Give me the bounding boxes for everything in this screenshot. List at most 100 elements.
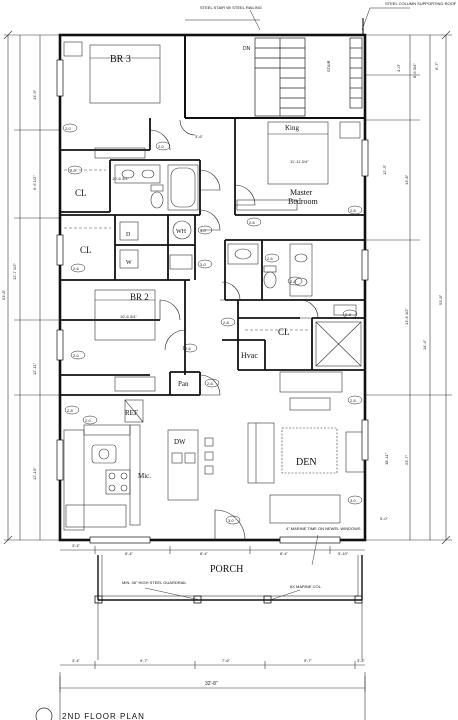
porch	[94, 555, 363, 660]
room-label-porch: PORCH	[210, 564, 243, 575]
dimension-text: 4'-0" 8'-6 3/4" 6'-7" 13'-9" 9'-6 1/2" 1…	[1, 61, 443, 687]
dim-left-4: 12'-11"	[32, 362, 37, 375]
dim-right-5: 53'-8"	[438, 294, 443, 305]
door-tag: 2-8	[347, 205, 363, 215]
furniture	[63, 41, 365, 524]
room-label-br2: BR 2	[130, 292, 149, 302]
dim-overall-width: 32'-8"	[205, 681, 218, 687]
svg-text:2-6: 2-6	[207, 381, 214, 386]
svg-text:3-0: 3-0	[350, 498, 357, 503]
svg-text:2-0: 2-0	[85, 418, 92, 423]
room-label-master-line1: Master	[290, 188, 313, 197]
note-steel-stair: STEEL STAIR W/ STEEL RAILING	[200, 5, 262, 10]
door-tag: 2-6	[347, 395, 363, 405]
door-tag: 2-6	[264, 253, 280, 263]
room-label-hvac: Hvac	[241, 351, 258, 360]
room-label-closet-master: CL	[278, 327, 290, 337]
svg-text:2-0: 2-0	[73, 353, 80, 358]
windows	[56, 59, 369, 544]
dim-top-right-c: 6'-7"	[434, 61, 439, 70]
stair	[185, 7, 410, 117]
dim-master-width: 11'-11 3/4"	[290, 159, 309, 164]
door-tag: 2-6	[246, 217, 262, 227]
svg-text:2-8: 2-8	[350, 208, 357, 213]
svg-text:2-8: 2-8	[345, 312, 352, 317]
dim-porch-bottom-5: 3'-4"	[357, 658, 366, 663]
dim-br2-width: 10'-6 3/4"	[120, 314, 137, 319]
room-label-den: DEN	[296, 457, 317, 468]
door-tag: 2-0	[62, 123, 78, 133]
dim-right-7: 23'-7"	[404, 454, 409, 465]
door-tag: 2-6	[70, 263, 86, 273]
door-tag: 2-0	[67, 165, 83, 175]
dim-right-8: 5'-0"	[380, 516, 389, 521]
door-tag: 2-0	[82, 415, 98, 425]
dim-right-1: 12'-3"	[382, 164, 387, 175]
door-tag: 2-8	[342, 309, 358, 319]
door-swings	[149, 119, 319, 541]
svg-text:2-0: 2-0	[158, 144, 165, 149]
dim-br3-width: 10'-6 3/4"	[112, 176, 129, 181]
room-label-dryer: D	[126, 232, 131, 238]
interior-walls	[60, 118, 365, 396]
kitchen-counters	[63, 399, 144, 531]
door-tags: 2-0 2-0 2-0 3-0 2-6 2-8 2-6 3-0 2-8 2-6 …	[62, 123, 363, 525]
room-label-microwave: Mic.	[138, 472, 151, 480]
dim-porch-top-5: 5'-10"	[338, 551, 349, 556]
door-tag: 2-8	[287, 276, 303, 286]
svg-text:3-0: 3-0	[228, 518, 235, 523]
svg-text:2-8: 2-8	[67, 408, 74, 413]
dimension-lines	[3, 30, 452, 720]
svg-text:2-0: 2-0	[65, 126, 72, 131]
dim-porch-bottom-3: 7'-6"	[222, 658, 231, 663]
door-tag: 3-0	[225, 515, 241, 525]
dim-left-outer: 53'-8"	[1, 289, 6, 300]
svg-text:2-8: 2-8	[223, 320, 230, 325]
door-tag: 2-8	[64, 405, 80, 415]
note-stair-down: DN	[243, 46, 251, 52]
room-label-br3: BR 3	[110, 54, 131, 65]
closet-shelves	[64, 169, 308, 331]
door-tag: 2-0	[155, 141, 171, 151]
dim-left-3: 12'-7 1/2"	[12, 263, 17, 280]
room-label-closet-mid: CL	[80, 245, 92, 255]
dim-right-2: 13'-8"	[404, 174, 409, 185]
svg-text:2-6: 2-6	[267, 256, 274, 261]
note-stair-right: STAIR	[326, 60, 331, 72]
room-label-refrigerator: REF	[125, 409, 138, 417]
dim-hall: 3'-6"	[195, 134, 204, 139]
svg-text:2-6: 2-6	[185, 346, 192, 351]
dim-porch-top-3: 8'-4"	[200, 551, 209, 556]
dim-porch-bottom-1: 3'-4"	[72, 658, 81, 663]
room-label-king: King	[285, 124, 300, 132]
svg-text:2-6: 2-6	[249, 220, 256, 225]
dim-right-4: 18'-11"	[384, 452, 389, 465]
svg-text:3-0: 3-0	[200, 262, 207, 267]
note-steel-guardrail: MIN. 36" HIGH STEEL GUARDRAIL	[122, 580, 187, 585]
room-label-pantry: Pan	[178, 380, 189, 388]
room-label-dishwasher: DW	[174, 438, 186, 446]
svg-text:2-6: 2-6	[73, 266, 80, 271]
room-label-washer: W	[126, 260, 132, 266]
dim-porch-top-4: 8'-4"	[280, 551, 289, 556]
room-label-master-line2: Bedroom	[288, 197, 319, 206]
svg-text:2-8: 2-8	[290, 279, 297, 284]
door-tag: 2-6	[182, 343, 198, 353]
note-marine-col: 6X MARINE COL.	[290, 584, 322, 589]
door-tag: 3-0	[347, 495, 363, 505]
door-tag: 3-0	[197, 225, 213, 235]
svg-text:2-0: 2-0	[70, 168, 77, 173]
note-leaders	[144, 534, 319, 601]
dim-left-5: 12'-10"	[32, 467, 37, 480]
dim-top-right-a: 4'-0"	[396, 63, 401, 72]
room-label-water-heater: WH	[176, 229, 187, 235]
note-steel-column: STEEL COLUMN SUPPORTING ROOF	[385, 1, 457, 6]
drawing-title-marker	[35, 707, 53, 720]
dim-porch-bottom-2: 9'-7"	[140, 658, 149, 663]
dim-left-2: 9'-6 1/2"	[32, 175, 37, 190]
exterior-walls	[58, 33, 367, 542]
door-tag: 2-6	[204, 378, 220, 388]
svg-text:2-6: 2-6	[350, 398, 357, 403]
door-tag: 2-0	[70, 350, 86, 360]
